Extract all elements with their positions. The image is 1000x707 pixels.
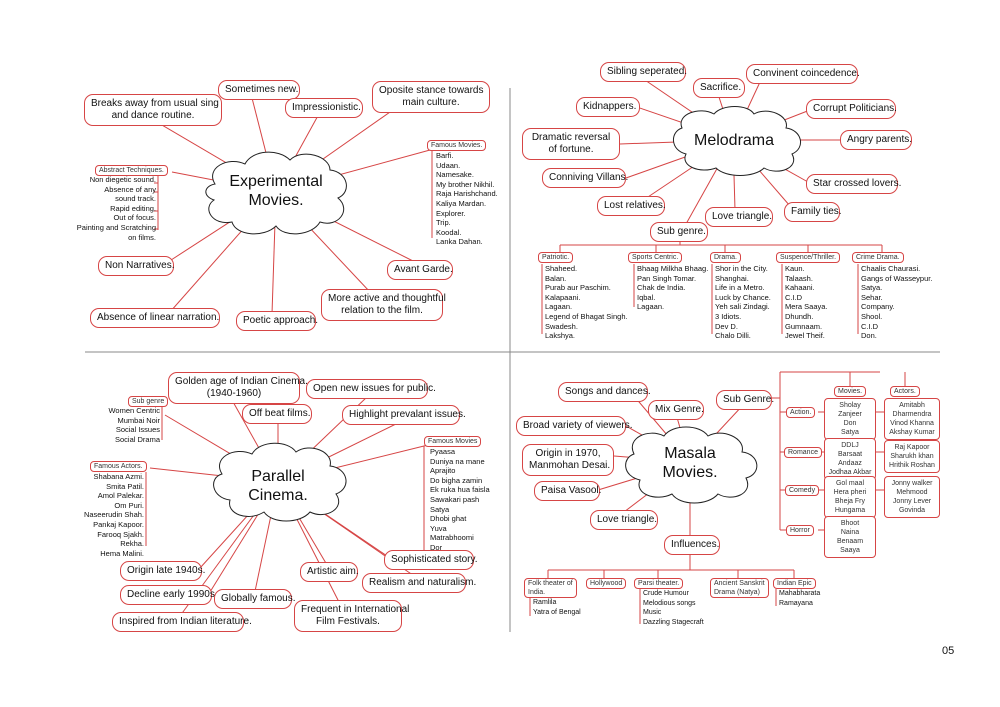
origin-late-node: Origin late 1940s. <box>120 561 205 581</box>
movies-column-label: Movies. <box>834 386 867 397</box>
masala-title: Masala Movies. <box>662 445 718 481</box>
abstract-techniques-list: Non diegetic sound. Absence of any sound… <box>76 175 156 242</box>
genre-crime-label: Crime Drama. <box>852 252 904 263</box>
inspired-literature-node: Inspired from Indian literature. <box>112 612 252 632</box>
genre-patriotic-label: Patriotic. <box>538 252 574 263</box>
masala-genre-horror: Horror <box>786 525 814 536</box>
famous-movies-label: Famous Movies. <box>427 140 487 151</box>
sophisticated-story-node: Sophisticated story. <box>384 550 478 570</box>
influence-parsi-list: Crude Humour Melodious songs Music Dazzl… <box>643 590 704 626</box>
horror-movies: Bhoot Naina Benaam Saaya <box>824 516 876 558</box>
genre-sports-list: Bhaag Milkha Bhaag. Pan Singh Tomar. Cha… <box>637 264 709 312</box>
experimental-title: Experimental Movies. <box>229 173 323 209</box>
genre-suspense-label: Suspence/Thriller. <box>776 252 841 263</box>
kidnappers-node: Kidnappers. <box>576 97 640 117</box>
influence-sanskrit-label: Ancient Sanskrit Drama (Natya) <box>710 578 769 598</box>
parallel-title: Parallel Cinema. <box>248 468 308 504</box>
action-movies: Sholay Zanjeer Don Satya <box>824 398 876 440</box>
corrupt-politicians-node: Corrupt Politicians. <box>806 99 897 119</box>
action-actors: Amitabh Dharmendra Vinod Khanna Akshay K… <box>884 398 940 440</box>
masala-genre-action: Action. <box>786 407 816 418</box>
avant-garde-node: Avant Garde. <box>387 260 453 280</box>
highlight-issues-node: Highlight prevalant issues. <box>342 405 466 425</box>
star-crossed-node: Star crossed lovers. <box>806 174 901 194</box>
genre-sports-label: Sports Centric. <box>628 252 683 263</box>
genre-patriotic-list: Shaheed. Balan. Purab aur Paschim. Kalap… <box>545 264 628 341</box>
realism-naturalism-node: Realism and naturalism. <box>362 573 476 593</box>
masala-love-triangle-node: Love triangle. <box>590 510 658 530</box>
parallel-famous-movies-list: Pyaasa Duniya na mane Aprajito Do bigha … <box>430 447 490 552</box>
influence-epic-label: Indian Epic <box>773 578 816 589</box>
origin-1970-node: Origin in 1970, Manmohan Desai. <box>522 444 614 476</box>
genre-drama-list: Shor in the City. Shanghai. Life in a Me… <box>715 264 771 341</box>
parallel-cloud <box>213 442 347 522</box>
influences-node: Influences. <box>664 535 720 555</box>
broad-variety-node: Broad variety of viewers. <box>516 416 633 436</box>
influence-folk-label: Folk theater of India. <box>524 578 577 598</box>
sub-genre-node: Sub genre. <box>650 222 708 242</box>
experimental-cloud <box>205 151 347 235</box>
love-triangle-node: Love triangle. <box>705 207 773 227</box>
off-beat-node: Off beat films. <box>242 404 312 424</box>
influence-folk-list: Ramlila Yatra of Bengal <box>533 599 581 616</box>
page-number: 05 <box>942 645 955 657</box>
masala-sub-genre-node: Sub Genre. <box>716 390 774 410</box>
romance-actors: Raj Kapoor Sharukh khan Hrithik Roshan <box>884 440 940 473</box>
influence-epic-list: Mahabharata Ramayana <box>779 590 821 607</box>
open-issues-node: Open new issues for public. <box>306 379 436 399</box>
sub-genre-label: Sub genre <box>128 396 169 407</box>
genre-drama-label: Drama. <box>710 252 741 263</box>
sibling-separated-node: Sibling seperated. <box>600 62 687 82</box>
impressionistic-node: Impressionistic. <box>285 98 363 118</box>
conniving-villans-node: Conniving Villans. <box>542 168 628 188</box>
masala-cloud <box>625 426 758 504</box>
sacrifice-node: Sacrifice. <box>693 78 745 98</box>
parallel-famous-movies-label: Famous Movies <box>424 436 482 447</box>
absence-linear-node: Absence of linear narration. <box>90 308 220 328</box>
family-ties-node: Family ties. <box>784 202 842 222</box>
mix-genre-node: Mix Genre. <box>648 400 704 420</box>
songs-dances-node: Songs and dances. <box>558 382 651 402</box>
decline-node: Decline early 1990s. <box>120 585 218 605</box>
more-active-node: More active and thoughtful relation to t… <box>321 289 446 321</box>
actors-column-label: Actors. <box>890 386 920 397</box>
non-narratives-node: Non Narratives. <box>98 256 174 276</box>
frequent-festivals-node: Frequent in International Film Festivals… <box>294 600 409 632</box>
masala-genre-romance: Romance <box>784 447 822 458</box>
genre-crime-list: Chaalis Chaurasi. Gangs of Wasseypur. Sa… <box>861 264 933 341</box>
angry-parents-node: Angry parents. <box>840 130 912 150</box>
comedy-actors: Jonny walker Mehmood Jonny Lever Govinda <box>884 476 940 518</box>
romance-movies: DDLJ Barsaat Andaaz Jodhaa Akbar <box>824 438 876 480</box>
lost-relatives-node: Lost relatives. <box>597 196 666 216</box>
sub-genre-list: Women Centric Mumbai Noir Social Issues … <box>108 406 160 444</box>
comedy-movies: Gol maal Hera pheri Bheja Fry Hungama <box>824 476 876 518</box>
influence-parsi-label: Parsi theater. <box>634 578 684 589</box>
famous-actors-list: Shabana Azmi. Smita Patil. Amol Palekar.… <box>83 472 144 558</box>
golden-age-node: Golden age of Indian Cinema. (1940-1960) <box>168 372 308 404</box>
breaks-away-node: Breaks away from usual sing and dance ro… <box>84 94 222 126</box>
sometimes-new-node: Sometimes new. <box>218 80 300 100</box>
globally-famous-node: Globally famous. <box>214 589 295 609</box>
artistic-aim-node: Artistic aim. <box>300 562 359 582</box>
melodrama-title: Melodrama <box>693 132 775 149</box>
dramatic-reversal-node: Dramatic reversal of fortune. <box>522 128 620 160</box>
famous-movies-list: Barfi. Udaan. Namesake. My brother Nikhi… <box>436 151 498 247</box>
masala-genre-comedy: Comedy <box>785 485 820 496</box>
paisa-vasool-node: Paisa Vasool. <box>534 481 601 501</box>
convinient-coincedence-node: Convinent coincedence. <box>746 64 860 84</box>
opposite-stance-node: Oposite stance towards main culture. <box>372 81 490 113</box>
abstract-techniques-label: Abstract Techniques. <box>95 165 168 176</box>
genre-suspense-list: Kaun. Talaash. Kahaani. C.I.D Mera Saaya… <box>785 264 828 341</box>
famous-actors-label: Famous Actors. <box>90 461 147 472</box>
melodrama-cloud <box>673 106 801 176</box>
poetic-approach-node: Poetic approach. <box>236 311 318 331</box>
influence-hollywood-label: Hollywood <box>586 578 627 589</box>
